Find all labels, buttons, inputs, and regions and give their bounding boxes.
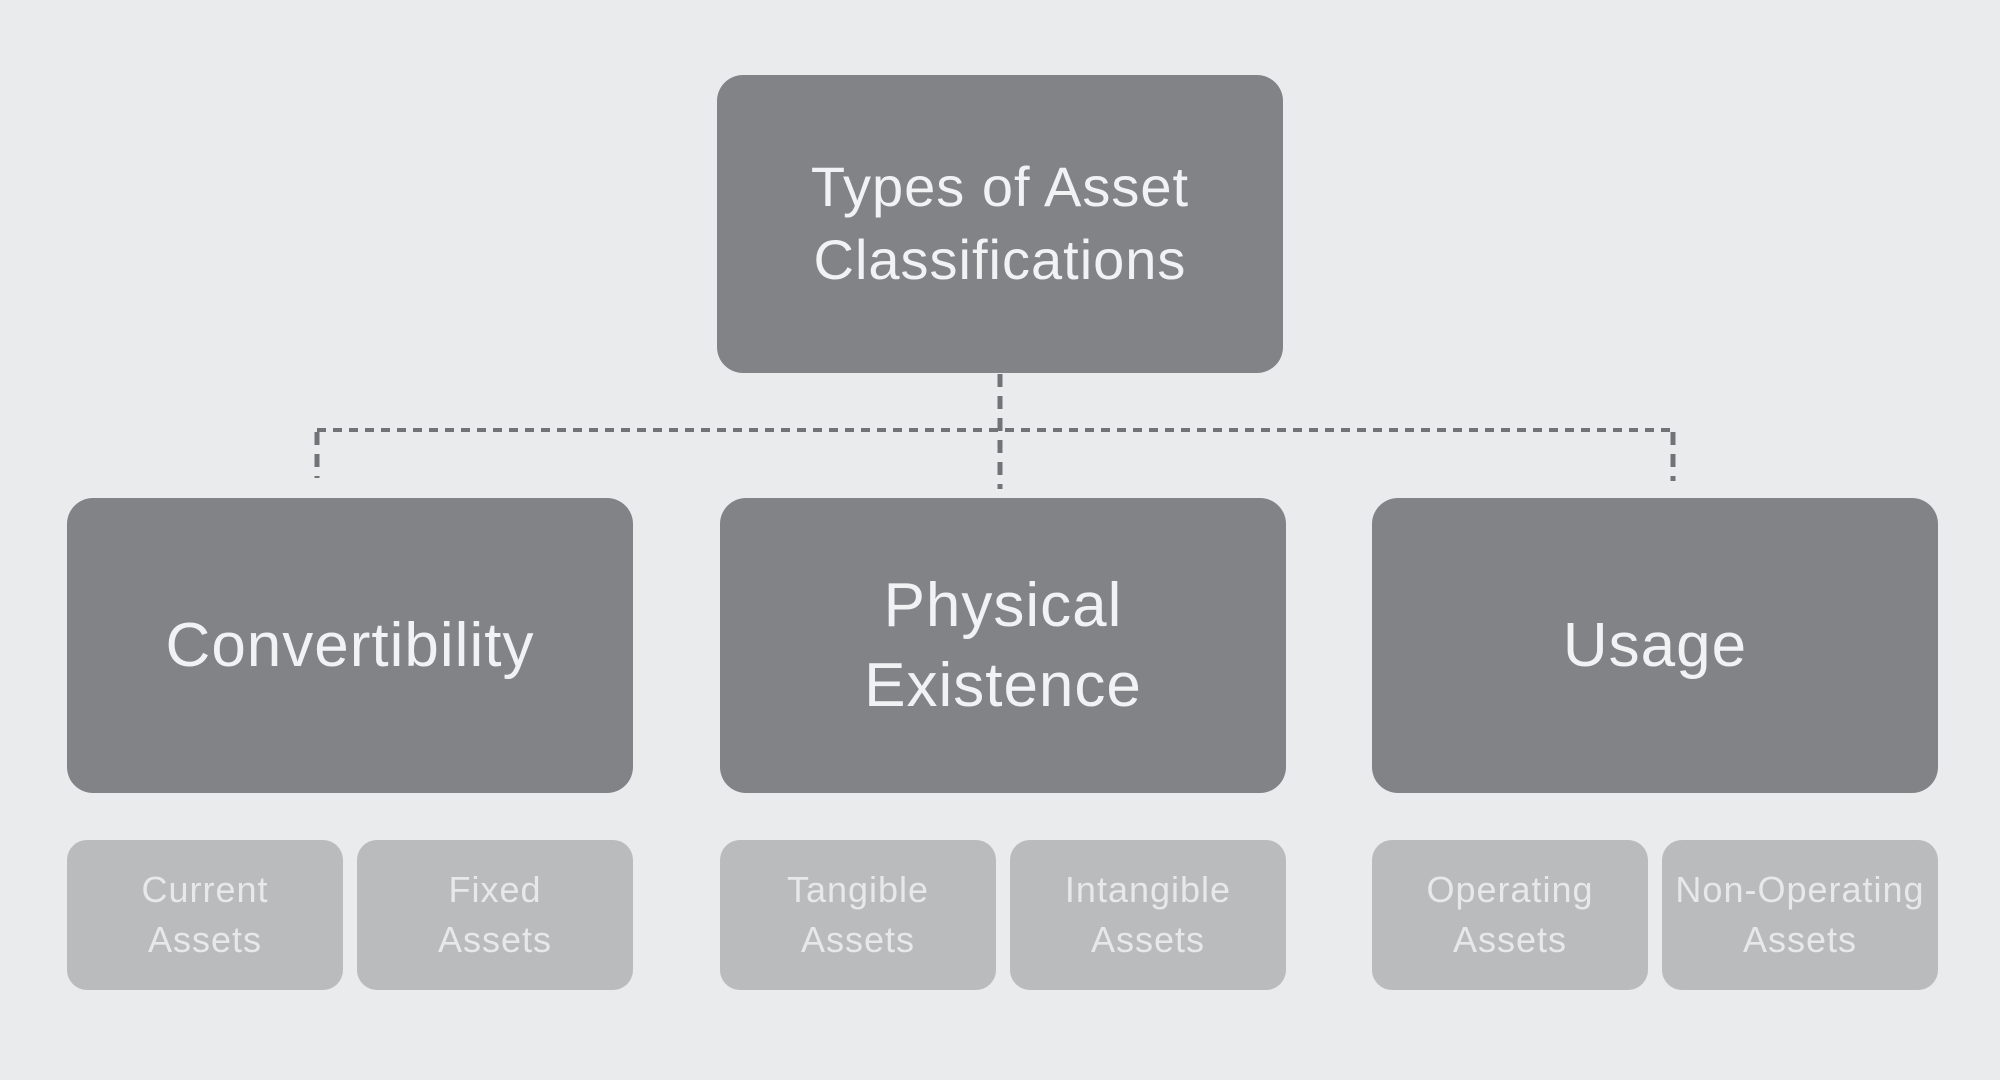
node-branch-convertibility: Convertibility bbox=[67, 498, 633, 793]
node-leaf-fixed-assets: Fixed Assets bbox=[357, 840, 633, 990]
node-leaf-label: Tangible Assets bbox=[786, 869, 930, 960]
node-leaf-label: Fixed Assets bbox=[437, 869, 553, 960]
node-leaf-current-assets: Current Assets bbox=[67, 840, 343, 990]
node-leaf-label: Operating Assets bbox=[1426, 869, 1594, 960]
node-branch-label: Usage bbox=[1562, 610, 1748, 680]
node-leaf-label: Intangible Assets bbox=[1064, 869, 1232, 960]
node-branch-label: Convertibility bbox=[165, 610, 535, 680]
node-root-label: Types of Asset Classifications bbox=[810, 155, 1190, 291]
node-leaf-tangible-assets: Tangible Assets bbox=[720, 840, 996, 990]
node-branch-label: Physical Existence bbox=[864, 571, 1142, 720]
node-branch-physical-existence: Physical Existence bbox=[720, 498, 1286, 793]
node-leaf-intangible-assets: Intangible Assets bbox=[1010, 840, 1286, 990]
node-root: Types of Asset Classifications bbox=[717, 75, 1283, 373]
node-leaf-label: Non-Operating Assets bbox=[1675, 869, 1925, 960]
node-leaf-operating-assets: Operating Assets bbox=[1372, 840, 1648, 990]
node-branch-usage: Usage bbox=[1372, 498, 1938, 793]
node-leaf-non-operating-assets: Non-Operating Assets bbox=[1662, 840, 1938, 990]
node-leaf-label: Current Assets bbox=[141, 869, 269, 960]
